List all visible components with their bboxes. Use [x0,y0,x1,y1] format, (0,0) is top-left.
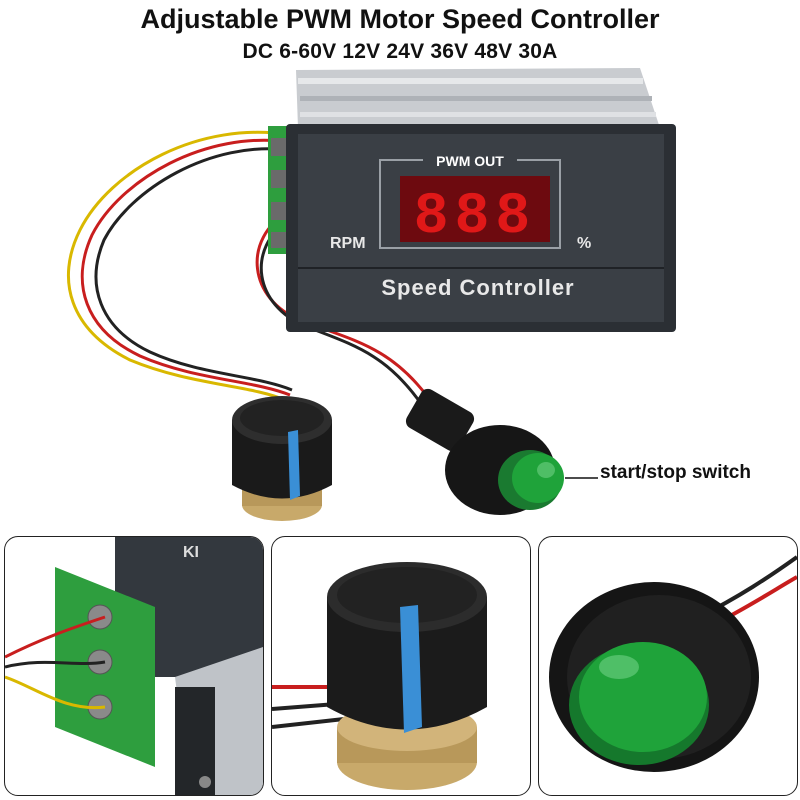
led-display [400,176,550,242]
pwm-out-label: PWM OUT [436,153,504,169]
speed-controller-label: Speed Controller [381,275,574,300]
page-title: Adjustable PWM Motor Speed Controller [140,4,660,34]
percent-label: % [577,235,591,252]
switch-callout-label: start/stop switch [600,462,751,483]
page-subtitle: DC 6-60V 12V 24V 36V 48V 30A [242,40,558,63]
main-product-photo: PWM OUT 888 RPM % Speed Controller [66,68,676,521]
detail-panel-button [538,536,798,796]
detail-panel-knob [271,536,531,796]
potentiometer-knob [232,396,332,521]
display-digits: 888 [414,185,536,250]
start-stop-switch [405,388,564,515]
aluminum-heatsink [296,68,660,128]
detail-panel-terminal: KI [4,536,264,796]
partial-housing-text: KI [183,544,199,561]
rpm-label: RPM [330,235,366,252]
